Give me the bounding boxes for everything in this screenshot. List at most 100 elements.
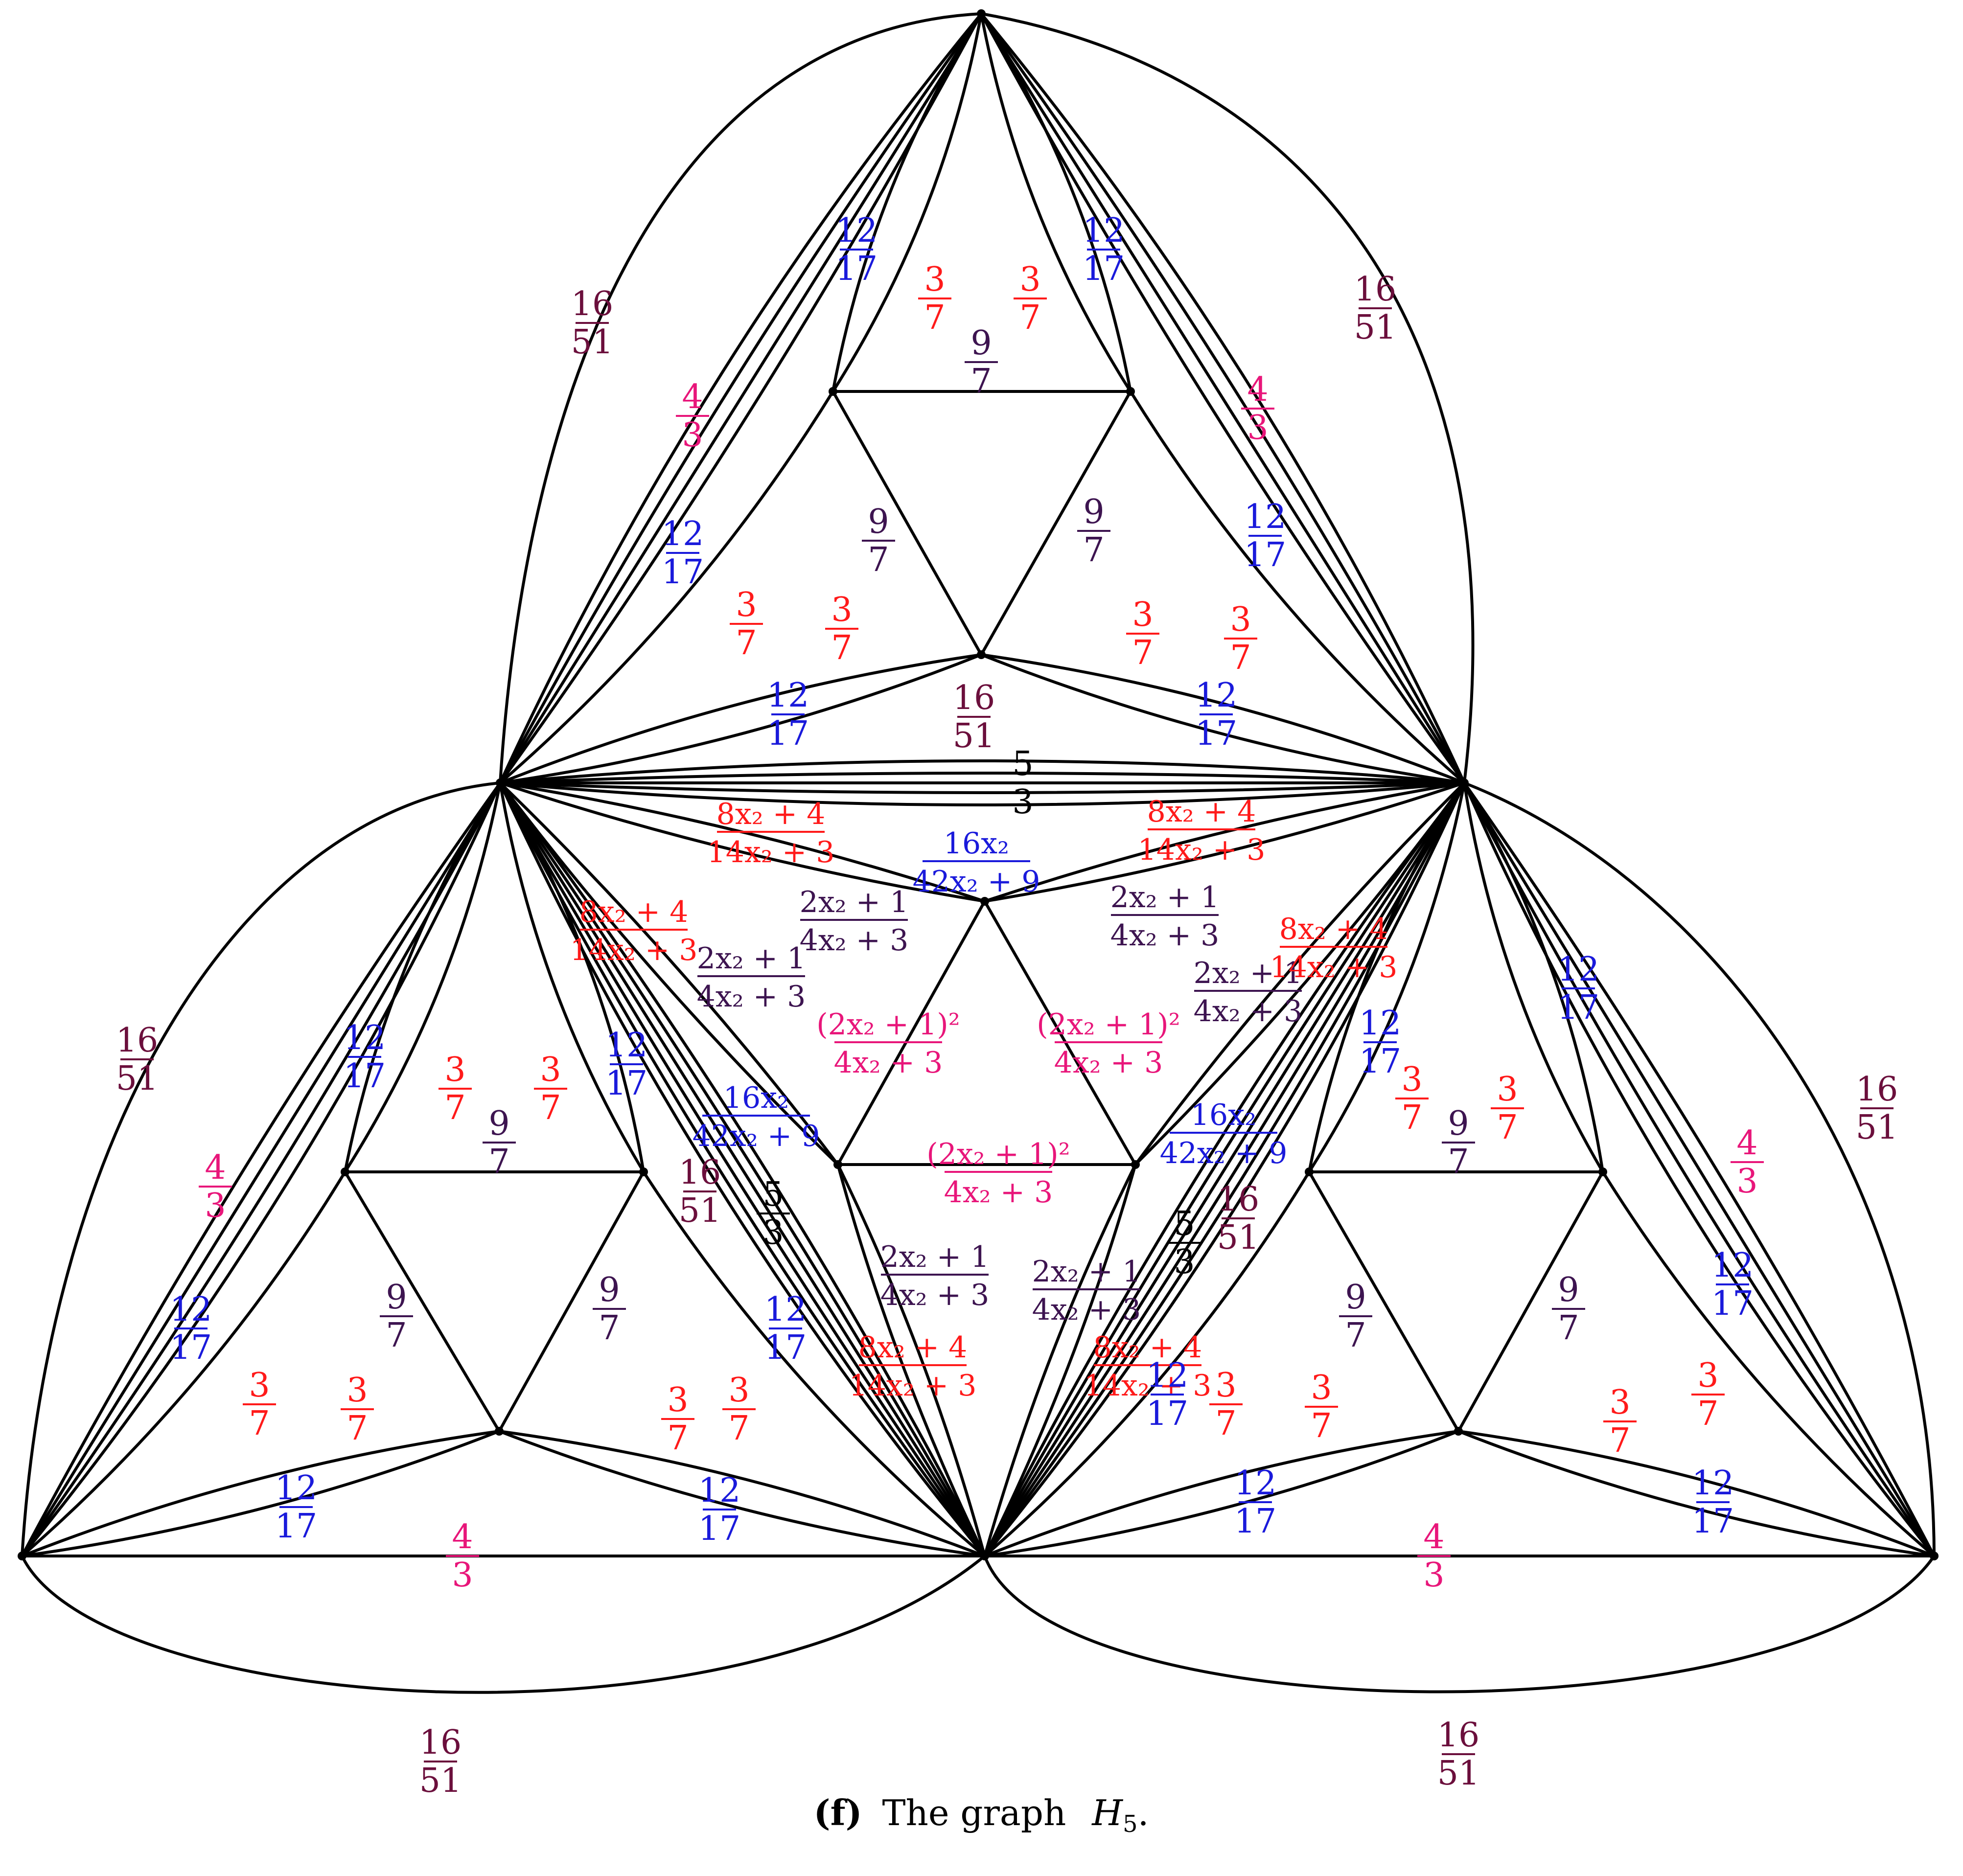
spoke-edge: [831, 12, 983, 393]
label-numerator: 8x₂ + 4: [858, 1330, 968, 1365]
label-numerator: 8x₂ + 4: [716, 797, 826, 831]
spoke-edge: [21, 1430, 501, 1557]
vertex-l1: [341, 1167, 349, 1176]
inner-triangle-edge: [836, 900, 986, 1166]
graph-edge: [983, 781, 1466, 1557]
spoke-edge: [980, 653, 1466, 784]
label-denominator: 42x₂ + 9: [913, 865, 1040, 899]
label-denominator: 17: [698, 1510, 741, 1548]
edge-label-center-left-purple-2: 2x₂ + 14x₂ + 3: [697, 941, 806, 1014]
label-numerator: 3: [1497, 1070, 1518, 1109]
edge-label-right-inner-right: 97: [1552, 1271, 1585, 1348]
label-denominator: 14x₂ + 3: [570, 933, 698, 967]
label-denominator: 7: [1019, 298, 1040, 337]
label-denominator: 7: [1448, 1143, 1469, 1181]
label-denominator: 7: [249, 1404, 270, 1443]
edge-label-left-lower-red-3: 37: [661, 1381, 694, 1458]
edge-label-right-bottom-pink: 43: [1417, 1518, 1451, 1595]
graph-edge: [983, 781, 1466, 1557]
graph-edge: [499, 781, 986, 1557]
label-numerator: 12: [1244, 498, 1287, 536]
label-numerator: 3: [667, 1381, 688, 1419]
label-numerator: 3: [540, 1051, 561, 1089]
edge-label-top-lower-red-1: 37: [730, 586, 763, 663]
spoke-edge: [499, 781, 645, 1173]
caption-text: The graph: [882, 1792, 1066, 1833]
label-numerator: 3: [444, 1051, 465, 1089]
graph-edge: [1463, 781, 1936, 1557]
label-numerator: 2x₂ + 1: [697, 941, 806, 976]
label-denominator: 7: [599, 1309, 620, 1348]
label-denominator: 7: [1609, 1421, 1630, 1460]
label-denominator: 7: [831, 629, 852, 667]
label-numerator: 4: [1423, 1518, 1444, 1556]
label-numerator: 3: [1019, 260, 1040, 299]
label-numerator: 12: [1557, 950, 1600, 989]
label-denominator: 3: [762, 1213, 784, 1252]
label-numerator: 9: [1448, 1104, 1469, 1143]
label-denominator: 17: [1244, 536, 1287, 574]
outer-lobe-edge: [983, 1555, 1936, 1693]
edge-label-top-lower-red-2: 37: [825, 591, 858, 667]
graph-edge: [499, 12, 983, 784]
label-denominator: 3: [1247, 409, 1268, 447]
inner-triangle-edge: [498, 1170, 645, 1433]
vertex-l2: [639, 1167, 648, 1176]
label-numerator: 3: [1230, 600, 1251, 639]
label-numerator: 3: [1401, 1060, 1422, 1099]
graph-edge: [1463, 781, 1936, 1557]
graph-edge: [983, 781, 1466, 1557]
label-denominator: 51: [116, 1059, 159, 1098]
label-numerator: (2x₂ + 1)²: [816, 1007, 960, 1042]
label-denominator: 17: [662, 553, 704, 592]
label-numerator: 12: [1083, 211, 1125, 250]
spoke-edge: [983, 1430, 1460, 1557]
spoke-edge: [499, 781, 986, 903]
edge-weight-labels: 1651165143431217121737379797971217121737…: [116, 211, 1898, 1800]
spoke-edge: [1134, 781, 1466, 1166]
graph-edge: [983, 781, 1466, 1557]
spoke-edge: [498, 1430, 986, 1557]
label-denominator: 4x₂ + 3: [834, 1046, 943, 1080]
label-numerator: 8x₂ + 4: [1093, 1330, 1202, 1365]
spoke-edge: [21, 1430, 501, 1557]
spoke-edge: [983, 1163, 1137, 1557]
label-numerator: 12: [835, 211, 878, 250]
outer-lobe-edge: [21, 781, 502, 1557]
label-numerator: 12: [170, 1290, 212, 1329]
graph-edge: [499, 781, 986, 1557]
label-denominator: 7: [728, 1409, 749, 1448]
label-numerator: 12: [764, 1290, 807, 1329]
label-denominator: 51: [1856, 1108, 1898, 1147]
spoke-edge: [1308, 781, 1466, 1173]
label-numerator: 16x₂: [723, 1081, 789, 1115]
label-numerator: 16: [1437, 1716, 1480, 1755]
label-denominator: 42x₂ + 9: [1160, 1136, 1288, 1170]
label-denominator: 7: [970, 362, 992, 401]
graph-edge: [21, 781, 502, 1557]
label-numerator: 12: [1195, 676, 1238, 715]
caption-symbol: H: [1091, 1792, 1123, 1833]
label-denominator: 7: [488, 1143, 509, 1181]
edge-label-top-right-pink: 43: [1241, 370, 1274, 447]
label-denominator: 3: [1736, 1162, 1757, 1201]
vertex-t2: [1126, 387, 1135, 396]
label-denominator: 4x₂ + 3: [1054, 1046, 1163, 1080]
label-numerator: 16x₂: [1191, 1098, 1256, 1132]
label-numerator: 8x₂ + 4: [1279, 912, 1388, 946]
outer-lobe-edge: [21, 1555, 986, 1694]
label-numerator: 3: [728, 1371, 749, 1410]
spoke-edge: [1134, 781, 1466, 1166]
label-numerator: 3: [1311, 1369, 1332, 1407]
